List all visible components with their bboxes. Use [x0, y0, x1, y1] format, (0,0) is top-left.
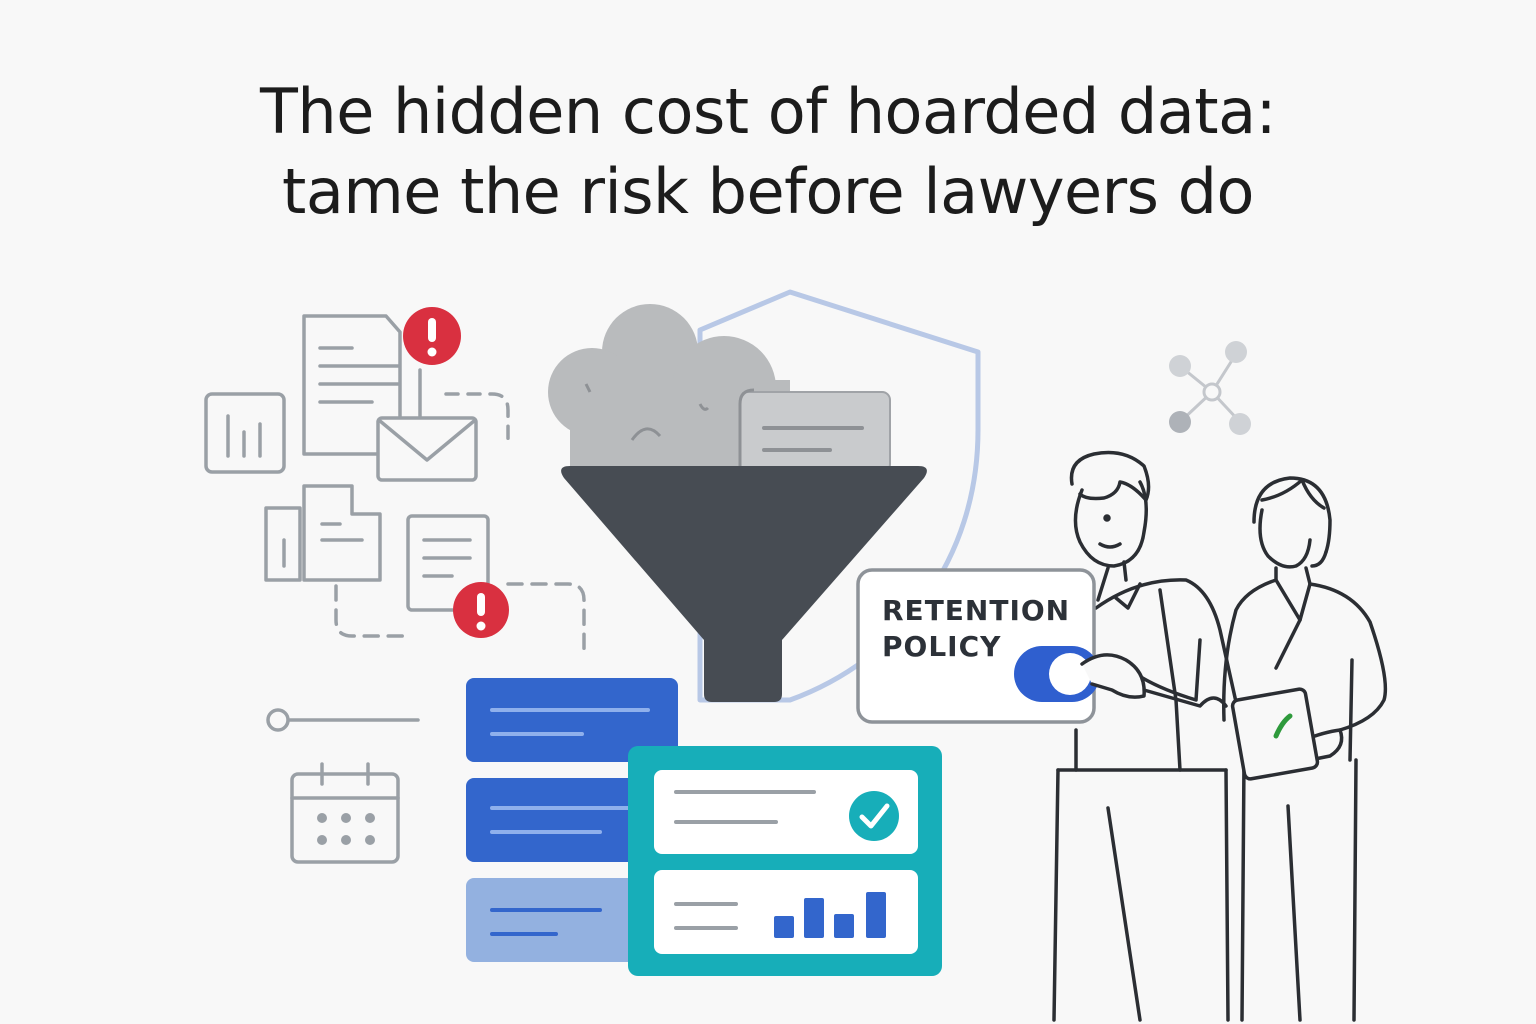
envelope-icon: [376, 416, 478, 482]
timeline-slider: [266, 708, 420, 732]
retention-policy-card: RETENTION POLICY: [856, 568, 1100, 724]
folder-icon: [264, 484, 382, 582]
network-icon: [1169, 341, 1251, 435]
bar-chart-icon: [774, 892, 886, 938]
bar-chart-icon: [204, 392, 286, 474]
title-line-2: tame the risk before lawyers do: [282, 155, 1254, 228]
checkmark-icon: [849, 791, 899, 841]
dashboard-panel: [628, 746, 942, 976]
alert-icon: [403, 307, 461, 365]
document-icon: [302, 314, 402, 456]
page-title: The hidden cost of hoarded data: tame th…: [0, 72, 1536, 232]
person-woman: [1222, 476, 1388, 1022]
title-line-1: The hidden cost of hoarded data:: [260, 75, 1276, 148]
policy-label-line-2: POLICY: [882, 630, 1001, 663]
policy-label-line-1: RETENTION: [882, 594, 1070, 627]
document-icon: [738, 388, 891, 473]
alert-icon: [453, 582, 509, 638]
database-stack: [466, 678, 678, 962]
tablet-icon: [1230, 687, 1320, 781]
person-man: [1052, 450, 1242, 1022]
hand: [1080, 653, 1146, 699]
funnel-icon: [561, 466, 927, 702]
calendar-dots: [317, 813, 375, 845]
calendar-icon: [290, 762, 400, 864]
